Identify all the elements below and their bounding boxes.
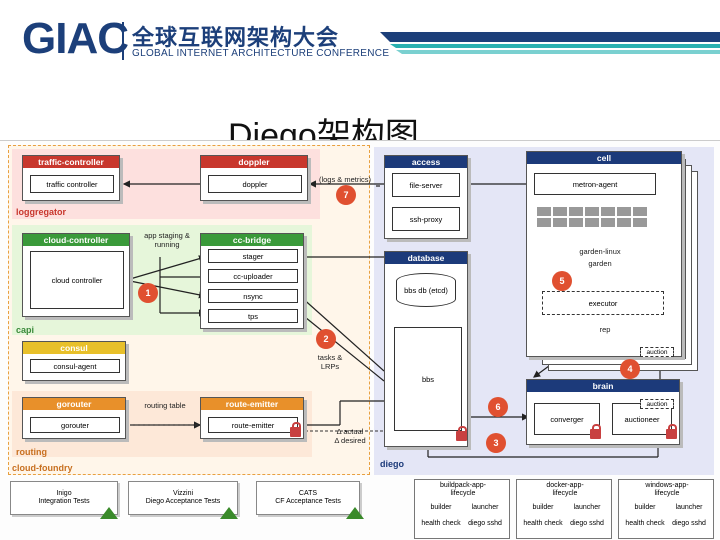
lock-icon bbox=[666, 424, 677, 439]
cell-header: cell bbox=[527, 152, 681, 164]
ssh-proxy-box: ssh-proxy bbox=[392, 207, 460, 231]
docker-lifecycle-title: docker-app-lifecycle bbox=[546, 482, 584, 497]
logo-chinese-name: 全球互联网架构大会 bbox=[132, 25, 340, 50]
cats-test-box: CATS CF Acceptance Tests bbox=[256, 481, 360, 515]
leaf-icon bbox=[220, 507, 238, 519]
routing-label: routing bbox=[16, 447, 47, 457]
traffic-controller-box: traffic controller bbox=[30, 175, 114, 193]
garden-label: garden bbox=[588, 259, 612, 268]
stager-box: stager bbox=[208, 249, 298, 263]
logs-metrics-label: (logs & metrics) bbox=[318, 175, 372, 184]
cloud-controller-box: cloud controller bbox=[30, 251, 124, 309]
lock-icon bbox=[590, 424, 601, 439]
step-6-marker: 6 bbox=[488, 397, 508, 417]
step-7-marker: 7 bbox=[336, 185, 356, 205]
garden-linux-label: garden-linux bbox=[579, 247, 621, 256]
leaf-icon bbox=[346, 507, 364, 519]
diego-label: diego bbox=[380, 459, 404, 469]
bbs-box: bbs bbox=[394, 327, 462, 431]
cc-uploader-box: cc-uploader bbox=[208, 269, 298, 283]
lc-builder: builder bbox=[634, 504, 656, 511]
lc-diego-sshd: diego sshd bbox=[468, 520, 502, 527]
vizzini-desc: Diego Acceptance Tests bbox=[145, 498, 221, 505]
rep-label: rep bbox=[599, 325, 611, 334]
lc-builder: builder bbox=[430, 504, 452, 511]
docker-lifecycle-box: docker-app-lifecycle builder launcher he… bbox=[516, 479, 612, 539]
converger-box: converger bbox=[534, 403, 600, 435]
vizzini-test-box: Vizzini Diego Acceptance Tests bbox=[128, 481, 238, 515]
step-4-marker: 4 bbox=[620, 359, 640, 379]
lock-icon bbox=[290, 422, 301, 437]
brain-auction-box: auction bbox=[640, 399, 674, 409]
executor-box: executor bbox=[542, 291, 664, 315]
logo-english-name: GLOBAL INTERNET ARCHITECTURE CONFERENCE bbox=[132, 48, 390, 59]
traffic-controller-header: traffic-controller bbox=[23, 156, 119, 168]
inigo-name: Inigo bbox=[56, 490, 72, 497]
metron-agent-box: metron-agent bbox=[534, 173, 656, 195]
routing-table-label: routing table bbox=[144, 401, 186, 410]
brain-header: brain bbox=[527, 380, 679, 392]
file-server-box: file-server bbox=[392, 173, 460, 197]
route-emitter-box: route-emitter bbox=[208, 417, 298, 433]
cats-name: CATS bbox=[298, 490, 318, 497]
nsync-box: nsync bbox=[208, 289, 298, 303]
lc-launcher: launcher bbox=[471, 504, 499, 511]
vizzini-name: Vizzini bbox=[172, 490, 194, 497]
diego-architecture-diagram: loggregator capi routing cloud-foundry d… bbox=[0, 140, 720, 540]
bbs-db-box: bbs db (etcd) bbox=[396, 273, 456, 307]
buildpack-lifecycle-title: buildpack-app-lifecycle bbox=[440, 482, 486, 497]
cell-auction-box: auction bbox=[640, 347, 674, 357]
inigo-test-box: Inigo Integration Tests bbox=[10, 481, 118, 515]
tasks-lrps-label: tasks & LRPs bbox=[317, 353, 343, 371]
lc-health-check: health check bbox=[523, 520, 563, 527]
consul-header: consul bbox=[23, 342, 125, 354]
lc-health-check: health check bbox=[421, 520, 461, 527]
database-header: database bbox=[385, 252, 467, 264]
cats-desc: CF Acceptance Tests bbox=[275, 498, 341, 505]
capi-label: capi bbox=[16, 325, 35, 335]
step-5-marker: 5 bbox=[552, 271, 572, 291]
cloud-foundry-label: cloud-foundry bbox=[12, 463, 73, 473]
lc-launcher: launcher bbox=[675, 504, 703, 511]
cc-bridge-header: cc-bridge bbox=[201, 234, 303, 246]
step-1-marker: 1 bbox=[138, 283, 158, 303]
access-header: access bbox=[385, 156, 467, 168]
route-emitter-header: route-emitter bbox=[201, 398, 303, 410]
windows-lifecycle-title: windows-app-lifecycle bbox=[645, 482, 689, 497]
tps-box: tps bbox=[208, 309, 298, 323]
gorouter-header: gorouter bbox=[23, 398, 125, 410]
gorouter-box: gorouter bbox=[30, 417, 120, 433]
lc-launcher: launcher bbox=[573, 504, 601, 511]
windows-lifecycle-box: windows-app-lifecycle builder launcher h… bbox=[618, 479, 714, 539]
leaf-icon bbox=[100, 507, 118, 519]
lock-icon bbox=[456, 426, 467, 441]
step-3-marker: 3 bbox=[486, 433, 506, 453]
lc-builder: builder bbox=[532, 504, 554, 511]
giac-logo: GIAC bbox=[22, 14, 129, 63]
inigo-desc: Integration Tests bbox=[38, 498, 90, 505]
lc-health-check: health check bbox=[625, 520, 665, 527]
staging-running-label: app staging & running bbox=[144, 231, 190, 249]
step-2-marker: 2 bbox=[316, 329, 336, 349]
lc-diego-sshd: diego sshd bbox=[672, 520, 706, 527]
logo-divider bbox=[122, 22, 124, 60]
delta-desired-label: Δ desired bbox=[334, 436, 366, 445]
loggregator-label: loggregator bbox=[16, 207, 67, 217]
buildpack-lifecycle-box: buildpack-app-lifecycle builder launcher… bbox=[414, 479, 510, 539]
cloud-controller-header: cloud-controller bbox=[23, 234, 129, 246]
doppler-header: doppler bbox=[201, 156, 307, 168]
delta-actual-label: Δ actual bbox=[336, 427, 364, 436]
doppler-box: doppler bbox=[208, 175, 302, 193]
container-grid bbox=[537, 207, 647, 227]
header-stripes bbox=[380, 32, 720, 54]
lc-diego-sshd: diego sshd bbox=[570, 520, 604, 527]
consul-agent-box: consul-agent bbox=[30, 359, 120, 373]
